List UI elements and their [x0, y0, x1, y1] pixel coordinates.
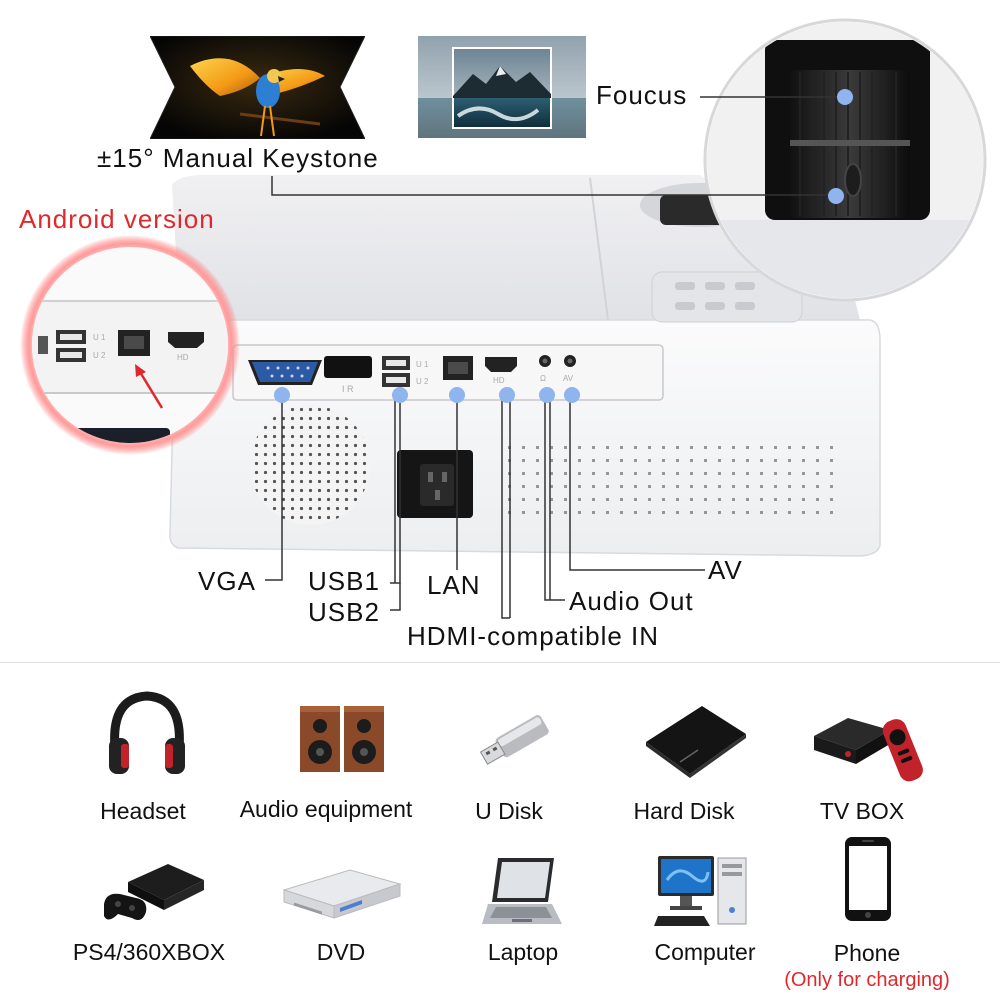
- audio-out-label: Audio Out: [569, 586, 694, 616]
- usb-disk-icon: [479, 715, 549, 765]
- device-label-computer: Computer: [654, 939, 756, 965]
- game-console-icon: [104, 864, 204, 920]
- lan-label: LAN: [427, 570, 481, 600]
- device-label-ps4-360xbox: PS4/360XBOX: [72, 939, 226, 965]
- section-divider: [0, 662, 1000, 663]
- device-label-u-disk: U Disk: [475, 798, 543, 824]
- headset-icon: [109, 691, 185, 774]
- hard-disk-icon: [646, 706, 746, 778]
- svg-text:AV: AV: [563, 374, 574, 383]
- svg-text:Ω: Ω: [540, 374, 546, 383]
- svg-text:U 2: U 2: [93, 351, 106, 360]
- vga-label: VGA: [198, 566, 256, 596]
- dvd-player-icon: [282, 869, 402, 919]
- phone-icon: [845, 837, 891, 921]
- svg-text:I R: I R: [342, 384, 354, 394]
- device-label-laptop: Laptop: [487, 939, 559, 965]
- svg-text:U 1: U 1: [416, 360, 429, 369]
- usb1-label: USB1: [308, 566, 380, 596]
- device-label-tv-box: TV BOX: [819, 798, 905, 824]
- svg-text:U 2: U 2: [416, 377, 429, 386]
- focus-label: Foucus: [596, 80, 688, 110]
- tv-box-icon: [814, 718, 923, 782]
- svg-text:U 1: U 1: [93, 333, 106, 342]
- device-label-audio-equipment: Audio equipment: [239, 796, 413, 822]
- hdmi-label: HDMI-compatible IN: [407, 621, 660, 651]
- svg-text:HD: HD: [493, 376, 505, 385]
- keystone-label: ±15° Manual Keystone: [97, 143, 379, 173]
- android-version-label: Android version: [19, 204, 215, 234]
- device-label-dvd: DVD: [316, 939, 366, 965]
- landscape-image: [418, 36, 586, 138]
- device-label-phone: Phone: [833, 940, 901, 966]
- usb2-label: USB2: [308, 597, 380, 627]
- keystone-parrot-image: [150, 36, 365, 139]
- laptop-icon: [482, 858, 562, 924]
- av-label: AV: [708, 555, 743, 585]
- device-label-hard-disk: Hard Disk: [633, 798, 735, 824]
- device-label-headset: Headset: [100, 798, 186, 824]
- phone-charging-note: (Only for charging): [784, 969, 950, 991]
- speakers-icon: [300, 706, 384, 772]
- computer-icon: [654, 856, 747, 926]
- svg-text:HD: HD: [177, 353, 189, 362]
